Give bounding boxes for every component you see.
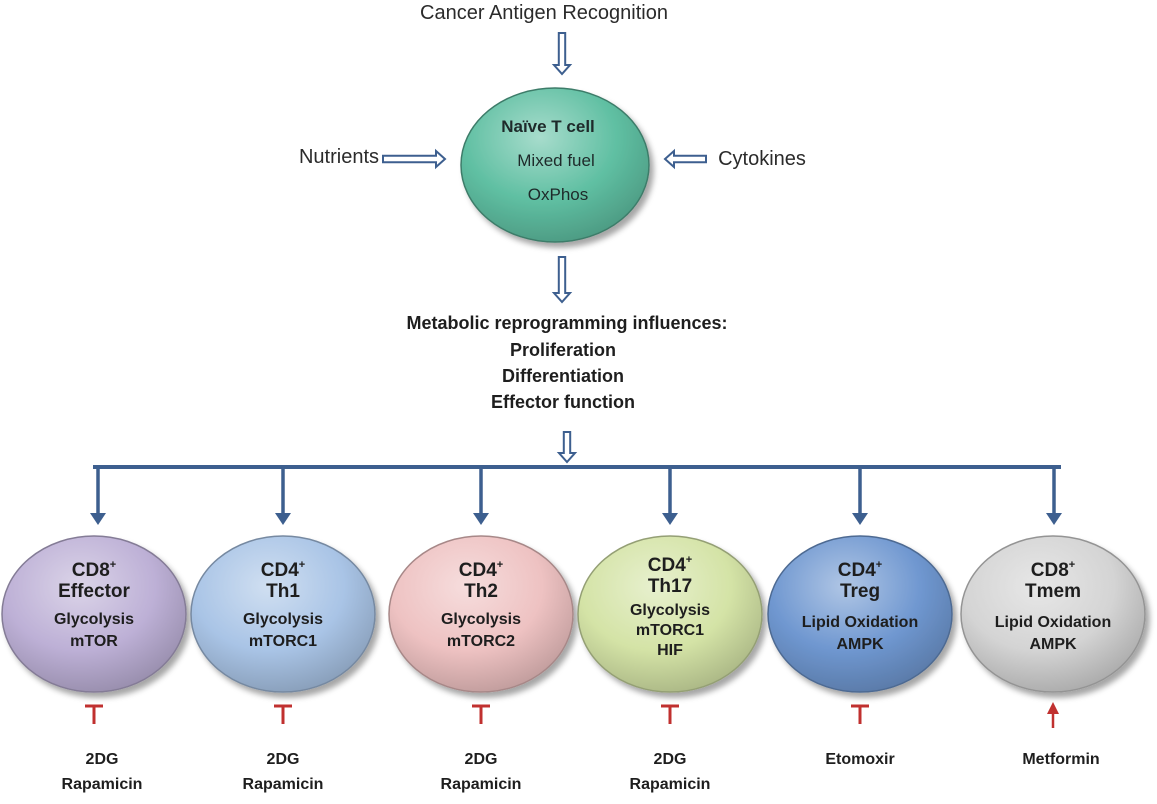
naive-cell-title: Naïve T cell bbox=[501, 117, 595, 136]
cell-type-label: CD8+ bbox=[54, 559, 134, 582]
drug-list-1: 2DG Rapamicin bbox=[62, 748, 143, 798]
cell-type-label: CD8+ bbox=[995, 559, 1111, 582]
cell-type-label: CD4+ bbox=[802, 559, 918, 582]
cell-ellipse-6 bbox=[960, 535, 1146, 693]
cell-metabolism-line: AMPK bbox=[1029, 636, 1077, 654]
naive-cell-line1: Mixed fuel bbox=[517, 151, 595, 170]
cell-metabolism-line: HIF bbox=[657, 641, 683, 659]
influences-heading: Metabolic reprogramming influences: bbox=[406, 313, 728, 333]
cell-marker: CD8 bbox=[1030, 560, 1069, 581]
nutrients-label: Nutrients bbox=[298, 146, 380, 168]
cell-marker-sup: + bbox=[496, 559, 504, 571]
arrow-branch-to-cell-2-head bbox=[275, 513, 291, 525]
cell-marker: CD4 bbox=[837, 560, 876, 581]
influence-item-differentiation: Differentiation bbox=[501, 366, 625, 386]
cell-subset-name: Th17 bbox=[647, 575, 693, 597]
cytokines-label: Cytokines bbox=[718, 148, 806, 170]
cell-marker: CD4 bbox=[647, 555, 686, 576]
naive-t-cell-ellipse bbox=[460, 87, 650, 243]
drug-name: Rapamicin bbox=[629, 775, 711, 793]
drug-name: 2DG bbox=[653, 751, 687, 768]
cell-type-label: CD4+ bbox=[243, 559, 323, 582]
drug-name: 2DG bbox=[85, 751, 119, 768]
cell-type-label: CD4+ bbox=[630, 554, 710, 577]
drug-name: Metformin bbox=[1022, 751, 1100, 768]
cell-marker: CD4 bbox=[260, 560, 299, 581]
drug-name: 2DG bbox=[464, 751, 498, 768]
arrow-naive-to-reprogramming bbox=[551, 256, 573, 304]
drug-name: Rapamicin bbox=[242, 775, 324, 793]
arrow-cytokines-to-naive bbox=[663, 148, 707, 170]
cell-marker: CD8 bbox=[71, 560, 110, 581]
cell-marker-sup: + bbox=[1068, 559, 1076, 571]
drug-name: 2DG bbox=[266, 751, 300, 768]
cell-subset-name: Tmem bbox=[1025, 580, 1081, 602]
arrow-reprogramming-to-branch bbox=[556, 431, 578, 464]
drug-name: Rapamicin bbox=[440, 775, 522, 793]
cell-marker-sup: + bbox=[875, 559, 883, 571]
drug-list-6: Metformin bbox=[1022, 748, 1099, 773]
cell-marker-sup: + bbox=[109, 559, 117, 571]
drug-name: Rapamicin bbox=[61, 775, 143, 793]
cell-metabolism-line: Glycolysis bbox=[629, 601, 711, 619]
cell-ellipse-4 bbox=[577, 535, 763, 693]
cell-ellipse-2 bbox=[190, 535, 376, 693]
cell-metabolism-line: Lipid Oxidation bbox=[801, 613, 919, 631]
cell-metabolism-line: Glycolysis bbox=[53, 610, 135, 628]
cell-subset-name: Th1 bbox=[266, 580, 300, 602]
cell-metabolism-line: mTORC1 bbox=[635, 621, 705, 639]
cell-subset-name: Th2 bbox=[464, 580, 498, 602]
influence-item-proliferation: Proliferation bbox=[509, 340, 617, 360]
cancer-antigen-recognition-label: Cancer Antigen Recognition bbox=[420, 2, 668, 24]
cell-marker-sup: + bbox=[685, 554, 693, 566]
regulators-layer bbox=[85, 702, 1059, 728]
influence-item-effector-function: Effector function bbox=[491, 392, 635, 412]
arrow-branch-to-cell-4-head bbox=[662, 513, 678, 525]
cell-marker-sup: + bbox=[298, 559, 306, 571]
cell-metabolism-line: Glycolysis bbox=[440, 610, 522, 628]
cell-metabolism-line: mTORC2 bbox=[446, 633, 516, 651]
drug-list-2: 2DG Rapamicin bbox=[243, 748, 324, 798]
cell-ellipse-5 bbox=[767, 535, 953, 693]
drug-list-4: 2DG Rapamicin bbox=[630, 748, 711, 798]
drug-name: Etomoxir bbox=[825, 751, 895, 768]
cell-ellipse-1 bbox=[1, 535, 187, 693]
arrows-layer bbox=[90, 32, 1062, 525]
cell-metabolism-line: mTOR bbox=[70, 633, 118, 651]
cell-metabolism-line: AMPK bbox=[836, 636, 884, 654]
arrow-branch-to-cell-1-head bbox=[90, 513, 106, 525]
naive-cell-line2: OxPhos bbox=[527, 185, 589, 204]
arrow-branch-to-cell-5-head bbox=[852, 513, 868, 525]
arrow-branch-to-cell-6-head bbox=[1046, 513, 1062, 525]
arrow-antigen-to-naive bbox=[551, 32, 573, 76]
drug-list-3: 2DG Rapamicin bbox=[441, 748, 522, 798]
activate-arrow-head-6 bbox=[1047, 702, 1059, 714]
cell-marker: CD4 bbox=[458, 560, 497, 581]
cell-metabolism-line: Lipid Oxidation bbox=[994, 613, 1112, 631]
cell-ellipse-3 bbox=[388, 535, 574, 693]
cell-metabolism-line: Glycolysis bbox=[242, 610, 324, 628]
arrow-branch-to-cell-3-head bbox=[473, 513, 489, 525]
arrow-nutrients-to-naive bbox=[382, 148, 447, 170]
cell-type-label: CD4+ bbox=[441, 559, 521, 582]
cell-subset-name: Effector bbox=[58, 580, 130, 602]
cell-metabolism-line: mTORC1 bbox=[248, 633, 318, 651]
ellipses-layer bbox=[1, 87, 1146, 693]
cell-subset-name: Treg bbox=[839, 580, 881, 602]
drug-list-5: Etomoxir bbox=[825, 748, 894, 773]
